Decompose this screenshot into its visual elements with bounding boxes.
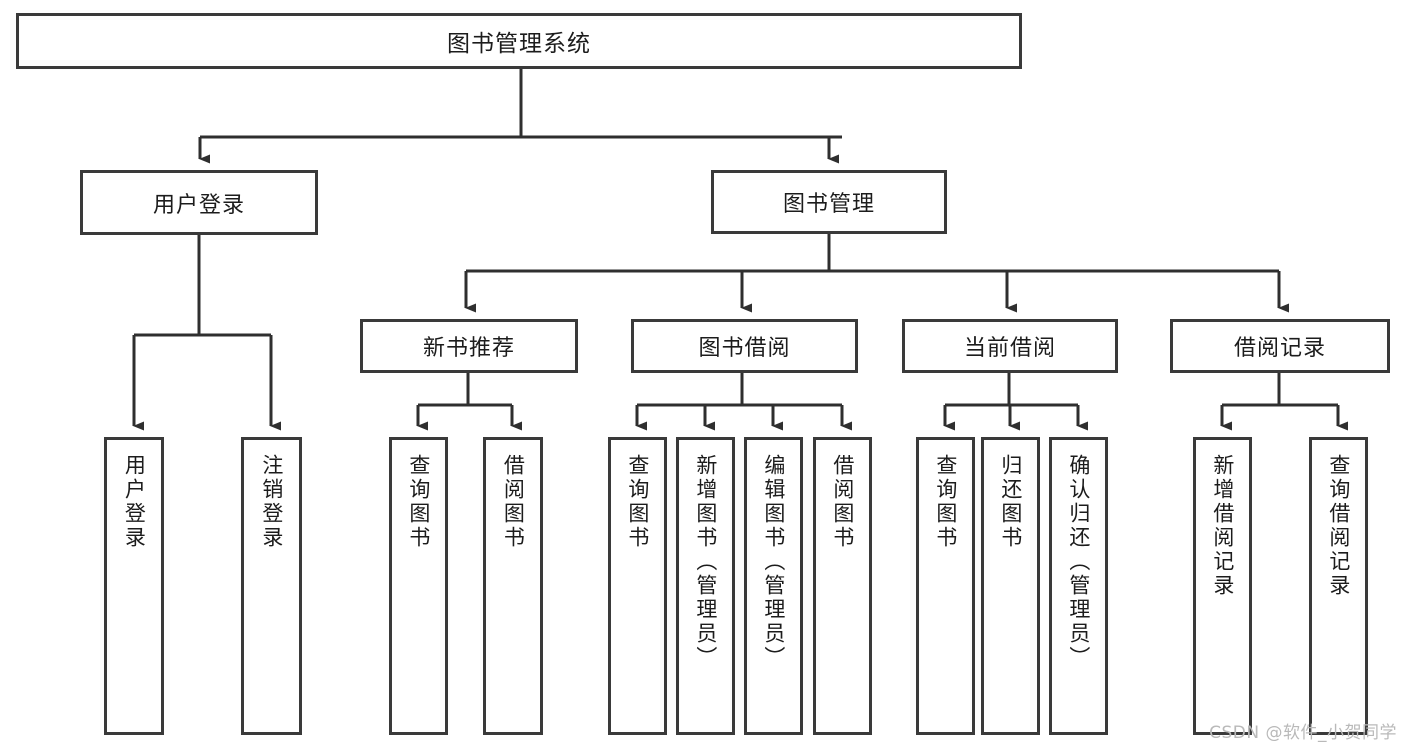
watermark: CSDN @软件_小贺同学 <box>1209 723 1397 743</box>
node-label: 查询图书 <box>625 454 650 550</box>
node-leaf-return-book[interactable]: 归还图书 <box>981 437 1040 735</box>
node-leaf-borrow-book-1[interactable]: 借阅图书 <box>483 437 543 735</box>
node-leaf-query-book-3[interactable]: 查询图书 <box>916 437 975 735</box>
node-label: 借阅图书 <box>501 454 526 550</box>
node-leaf-confirm-return-admin[interactable]: 确认归还（管理员） <box>1049 437 1108 735</box>
node-leaf-query-borrow-record[interactable]: 查询借阅记录 <box>1309 437 1368 735</box>
node-label: 确认归还（管理员） <box>1066 454 1091 670</box>
node-book-manage[interactable]: 图书管理 <box>711 170 947 234</box>
node-label: 编辑图书（管理员） <box>761 454 786 670</box>
node-current-borrow[interactable]: 当前借阅 <box>902 319 1118 373</box>
node-label: 图书管理 <box>782 192 875 217</box>
node-borrow-record[interactable]: 借阅记录 <box>1170 319 1390 373</box>
node-label: 查询图书 <box>406 454 431 550</box>
node-new-book-recommend[interactable]: 新书推荐 <box>360 319 578 373</box>
node-label: 注销登录 <box>259 454 284 550</box>
node-label: 新书推荐 <box>422 336 515 361</box>
node-leaf-logout-login[interactable]: 注销登录 <box>241 437 302 735</box>
node-leaf-edit-book-admin[interactable]: 编辑图书（管理员） <box>744 437 803 735</box>
node-label: 查询借阅记录 <box>1326 454 1351 598</box>
node-leaf-add-book-admin[interactable]: 新增图书（管理员） <box>676 437 735 735</box>
node-label: 当前借阅 <box>963 336 1056 361</box>
node-leaf-user-login[interactable]: 用户登录 <box>104 437 164 735</box>
node-user-login[interactable]: 用户登录 <box>80 170 318 235</box>
node-leaf-borrow-book-2[interactable]: 借阅图书 <box>813 437 872 735</box>
node-leaf-add-borrow-record[interactable]: 新增借阅记录 <box>1193 437 1252 735</box>
node-label: 用户登录 <box>122 454 147 550</box>
node-label: 图书借阅 <box>698 336 791 361</box>
node-leaf-query-book-2[interactable]: 查询图书 <box>608 437 667 735</box>
node-label: 用户登录 <box>152 192 245 218</box>
node-leaf-query-book-1[interactable]: 查询图书 <box>389 437 448 735</box>
node-label: 新增借阅记录 <box>1210 454 1235 598</box>
node-label: 查询图书 <box>933 454 958 550</box>
node-root-book-management-system[interactable]: 图书管理系统 <box>16 13 1022 69</box>
node-label: 新增图书（管理员） <box>693 454 718 670</box>
node-label: 归还图书 <box>998 454 1023 550</box>
node-label: 借阅图书 <box>830 454 855 550</box>
node-label: 图书管理系统 <box>447 31 591 57</box>
node-label: 借阅记录 <box>1233 336 1326 361</box>
node-book-borrow[interactable]: 图书借阅 <box>631 319 858 373</box>
